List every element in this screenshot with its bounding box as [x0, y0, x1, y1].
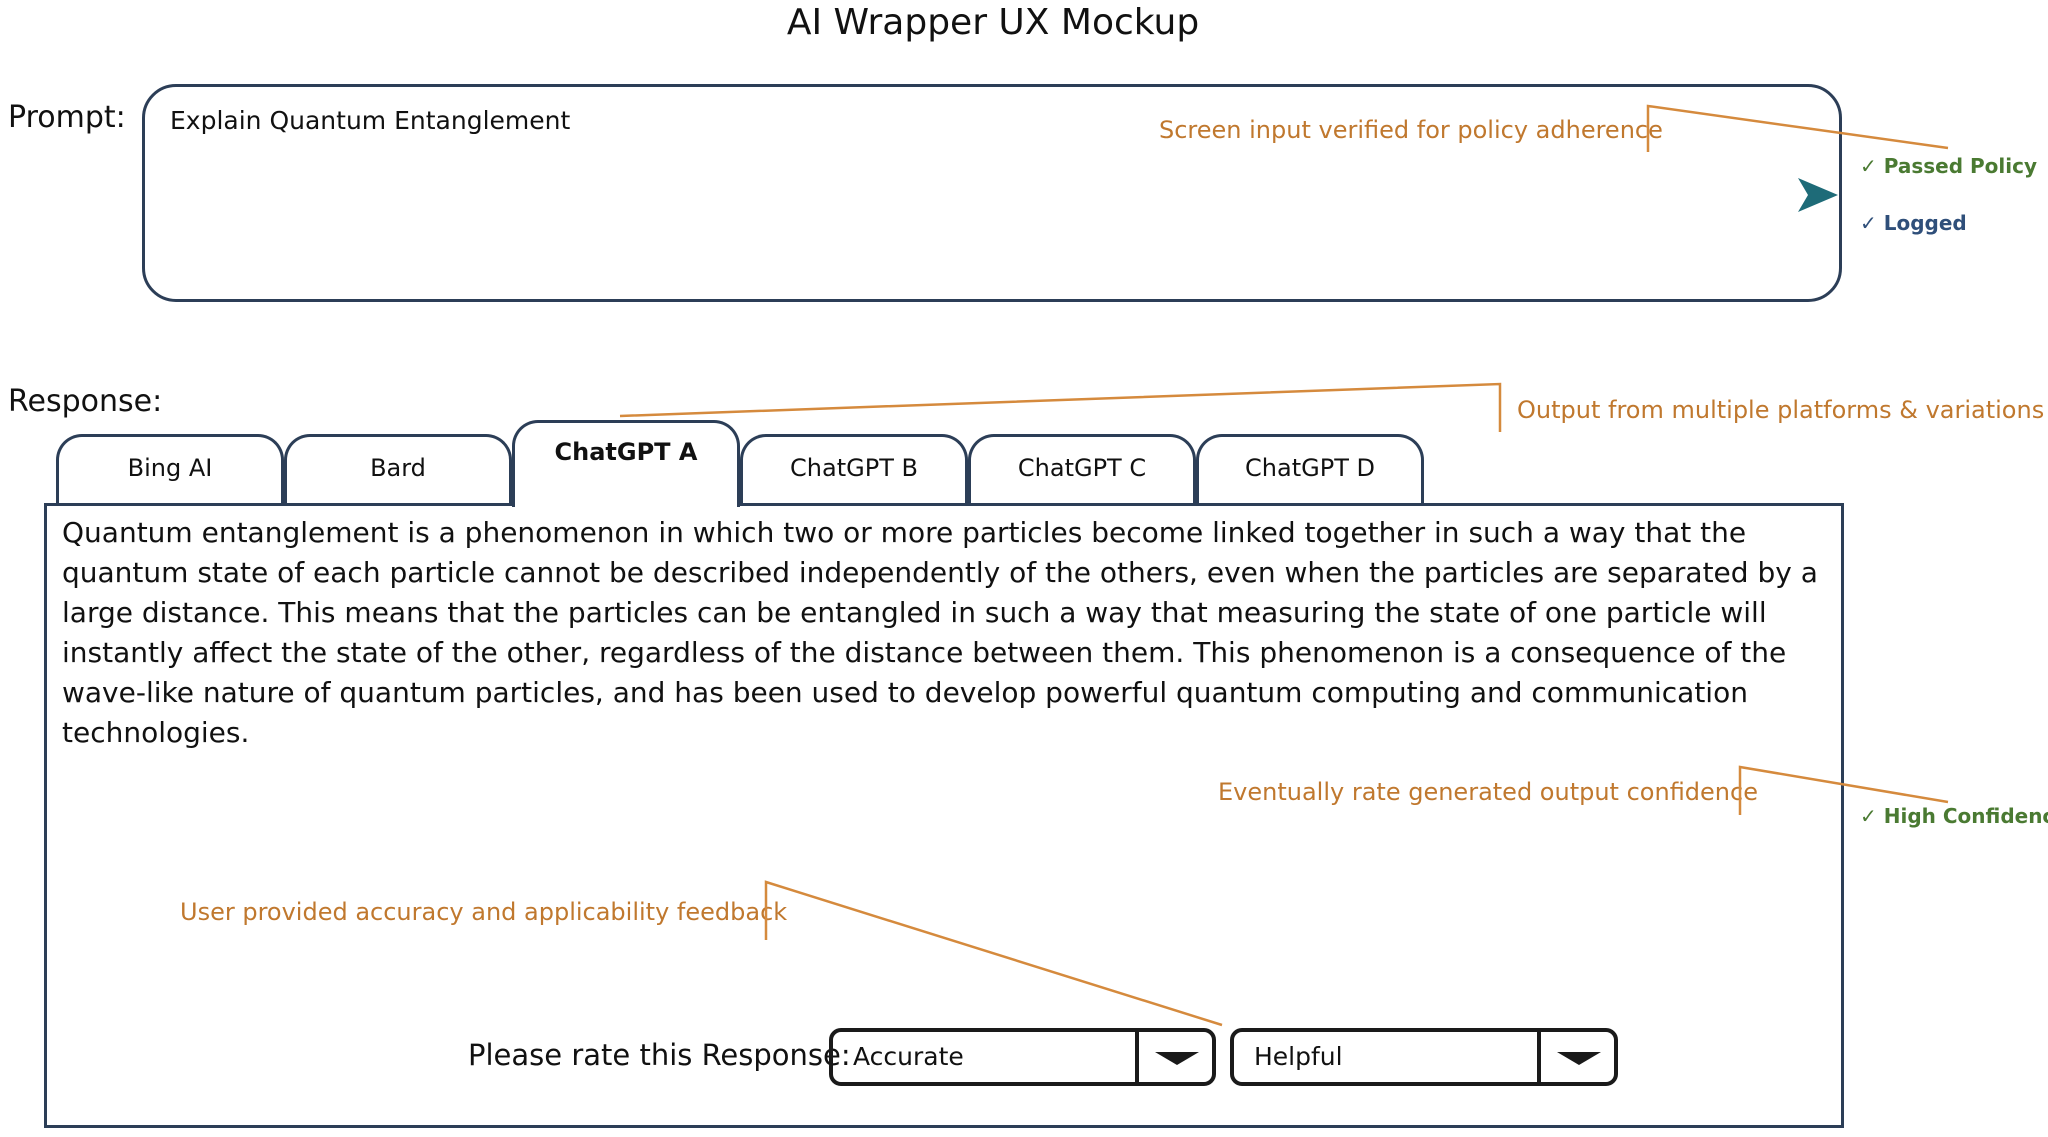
tab-bard[interactable]: Bard	[284, 434, 512, 504]
tab-chatgpt-a[interactable]: ChatGPT A	[512, 420, 740, 507]
helpfulness-dropdown[interactable]: Helpful	[1230, 1028, 1618, 1086]
high-confidence-status: ✓ High Confidence	[1860, 804, 2048, 828]
prompt-input-value[interactable]: Explain Quantum Entanglement	[170, 106, 571, 135]
tab-chatgpt-b[interactable]: ChatGPT B	[740, 434, 968, 504]
annotation-confidence: Eventually rate generated output confide…	[1218, 778, 1758, 806]
leader-line-output	[619, 382, 1502, 432]
chevron-down-icon[interactable]	[1557, 1052, 1601, 1065]
response-text: Quantum entanglement is a phenomenon in …	[62, 516, 1818, 749]
send-arrow-icon[interactable]	[1798, 178, 1838, 212]
tab-bing-ai[interactable]: Bing AI	[56, 434, 284, 504]
prompt-input-box[interactable]	[142, 84, 1842, 302]
logged-status: ✓ Logged	[1860, 211, 1967, 235]
accuracy-dropdown[interactable]: Accurate	[829, 1028, 1216, 1086]
response-panel	[44, 503, 1844, 1128]
page-title: AI Wrapper UX Mockup	[786, 2, 1200, 43]
chevron-down-icon[interactable]	[1155, 1052, 1199, 1065]
accuracy-dropdown-value: Accurate	[853, 1042, 964, 1071]
annotation-output: Output from multiple platforms & variati…	[1517, 396, 2045, 424]
helpfulness-dropdown-value: Helpful	[1254, 1042, 1343, 1071]
tab-chatgpt-c[interactable]: ChatGPT C	[968, 434, 1196, 504]
annotation-policy: Screen input verified for policy adheren…	[1159, 116, 1663, 144]
tab-chatgpt-d[interactable]: ChatGPT D	[1196, 434, 1424, 504]
passed-policy-status: ✓ Passed Policy	[1860, 154, 2037, 178]
response-label: Response:	[8, 384, 163, 419]
annotation-feedback: User provided accuracy and applicability…	[180, 898, 788, 926]
rating-label: Please rate this Response:	[468, 1038, 851, 1072]
dropdown-divider	[1537, 1032, 1541, 1082]
prompt-label: Prompt:	[8, 100, 126, 135]
dropdown-divider	[1135, 1032, 1139, 1082]
